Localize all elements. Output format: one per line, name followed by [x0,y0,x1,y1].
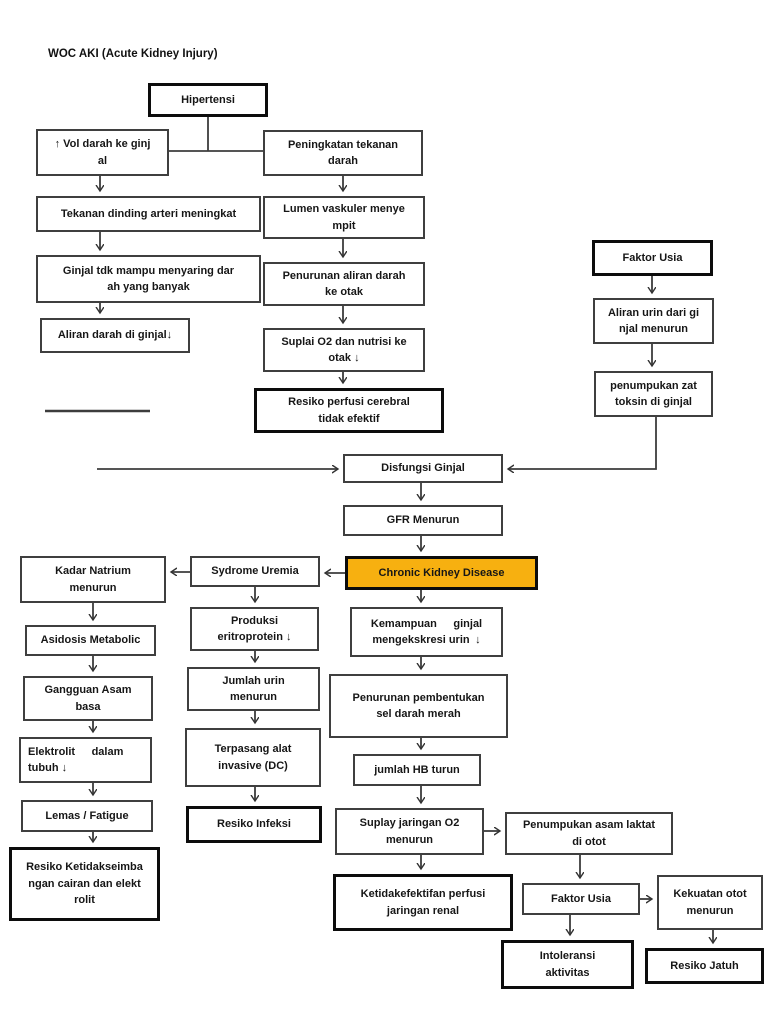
node-jumlah-hb-turun: jumlah HB turun [353,754,481,786]
node-lemas-fatigue: Lemas / Fatigue [21,800,153,832]
node-resiko-infeksi: Resiko Infeksi [186,806,322,843]
node-suplay-jaringan-o2: Suplay jaringan O2 menurun [335,808,484,855]
edge-penumpukan-disfungsi [508,417,657,469]
node-aliran-urin-menurun: Aliran urin dari gi njal menurun [593,298,714,344]
node-faktor-usia-bawah: Faktor Usia [522,883,640,915]
node-peningkatan-tekanan-darah: Peningkatan tekanan darah [263,130,423,176]
node-tekanan-dinding-arteri: Tekanan dinding arteri meningkat [36,196,261,232]
node-aliran-darah-di-ginjal: Aliran darah di ginjal↓ [40,318,190,353]
node-kadar-natrium-menurun: Kadar Natrium menurun [20,556,166,603]
node-kekuatan-otot-menurun: Kekuatan otot menurun [657,875,763,930]
node-lumen-vaskuler-menyempit: Lumen vaskuler menye mpit [263,196,425,239]
node-ketidakefektifan-perfusi-renal: Ketidakefektifan perfusi jaringan renal [333,874,513,931]
node-sydrome-uremia: Sydrome Uremia [190,556,320,587]
node-disfungsi-ginjal: Disfungsi Ginjal [343,454,503,483]
node-kemampuan-ginjal-mengekskresi: Kemampuan ginjal mengekskresi urin ↓ [350,607,503,657]
node-resiko-ketidakseimbangan-cairan: Resiko Ketidakseimba ngan cairan dan ele… [9,847,160,921]
node-gfr-menurun: GFR Menurun [343,505,503,536]
node-vol-darah-ke-ginjal: ↑ Vol darah ke ginj al [36,129,169,176]
node-faktor-usia-atas: Faktor Usia [592,240,713,276]
page-title: WOC AKI (Acute Kidney Injury) [48,48,218,60]
node-penumpukan-zat-toksin: penumpukan zat toksin di ginjal [594,371,713,417]
node-asidosis-metabolic: Asidosis Metabolic [25,625,156,656]
node-produksi-eritroprotein: Produksi eritroprotein ↓ [190,607,319,651]
node-hipertensi: Hipertensi [148,83,268,117]
node-penumpukan-asam-laktat: Penumpukan asam laktat di otot [505,812,673,855]
node-elektrolit-dalam-tubuh: Elektrolit dalam tubuh ↓ [19,737,152,783]
node-intoleransi-aktivitas: Intoleransi aktivitas [501,940,634,989]
node-penurunan-aliran-darah-otak: Penurunan aliran darah ke otak [263,262,425,306]
node-suplai-o2-nutrisi-otak: Suplai O2 dan nutrisi ke otak ↓ [263,328,425,372]
node-chronic-kidney-disease: Chronic Kidney Disease [345,556,538,590]
node-jumlah-urin-menurun: Jumlah urin menurun [187,667,320,711]
node-terpasang-alat-invasive: Terpasang alat invasive (DC) [185,728,321,787]
node-resiko-perfusi-cerebral: Resiko perfusi cerebral tidak efektif [254,388,444,433]
node-penurunan-pembentukan-sel-darah: Penurunan pembentukan sel darah merah [329,674,508,738]
node-ginjal-tdk-mampu-menyaring: Ginjal tdk mampu menyaring dar ah yang b… [36,255,261,303]
node-resiko-jatuh: Resiko Jatuh [645,948,764,984]
node-gangguan-asam-basa: Gangguan Asam basa [23,676,153,721]
